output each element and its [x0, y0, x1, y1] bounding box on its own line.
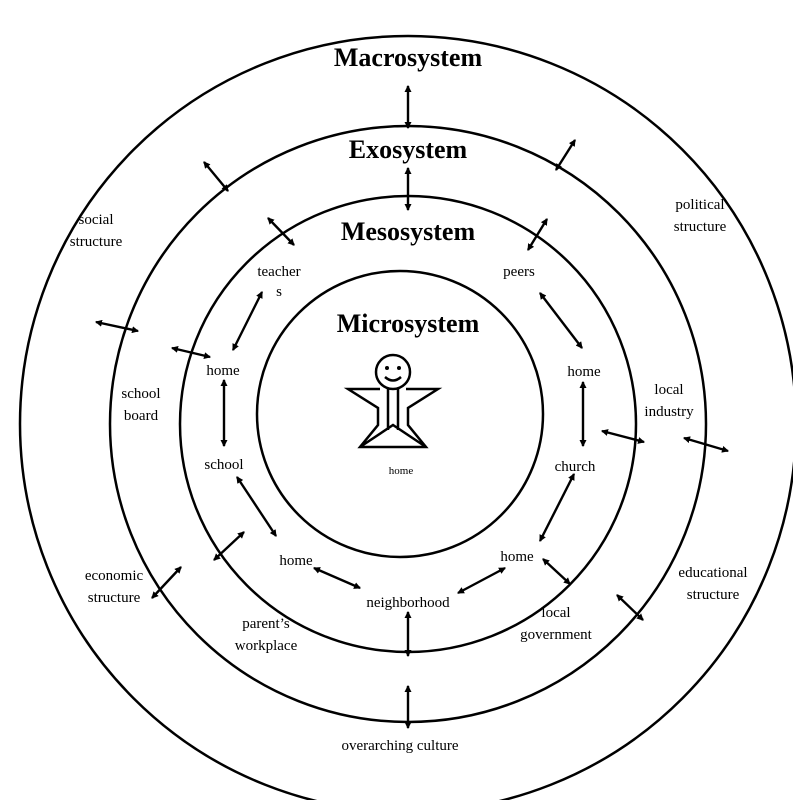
school-board-label-line1: school	[121, 386, 160, 402]
double-arrow-icon	[539, 292, 583, 349]
overarching-culture-label: overarching culture	[341, 738, 458, 754]
economic-structure-label-line2: structure	[88, 590, 141, 606]
double-arrow-icon	[682, 436, 730, 453]
child-smile	[384, 376, 402, 382]
stick-figure-child-icon	[343, 353, 443, 449]
double-arrow-icon	[213, 531, 245, 561]
double-arrow-icon	[538, 473, 576, 542]
child-left-eye	[385, 366, 389, 370]
parents-workplace-label-line2: workplace	[235, 638, 298, 654]
microsystem-title: Microsystem	[337, 309, 480, 338]
neighborhood-label: neighborhood	[366, 595, 450, 611]
double-arrow-icon	[94, 319, 140, 334]
school-label: school	[204, 457, 243, 473]
local-government-label-line1: local	[541, 605, 570, 621]
home-bottom-left-label: home	[279, 553, 313, 569]
child-head	[374, 353, 412, 391]
double-arrow-icon	[231, 291, 264, 351]
child-home-label: home	[389, 465, 414, 477]
political-structure-label-line1: political	[675, 197, 724, 213]
political-structure-label-line2: structure	[674, 219, 727, 235]
child-right-eye	[397, 366, 401, 370]
home-bottom-right-label: home	[500, 549, 534, 565]
double-arrow-icon	[600, 429, 646, 444]
double-arrow-icon	[235, 476, 278, 537]
educational-structure-label-line2: structure	[687, 587, 740, 603]
home-left-label: home	[206, 363, 240, 379]
local-government-label-line2: government	[520, 627, 592, 643]
double-arrow-icon	[554, 139, 577, 171]
exosystem-title: Exosystem	[349, 135, 468, 164]
double-arrow-icon	[542, 558, 571, 585]
double-arrow-icon	[151, 566, 182, 599]
church-label: church	[555, 459, 596, 475]
double-arrow-icon	[526, 218, 549, 251]
macrosystem-title: Macrosystem	[334, 43, 483, 72]
microsystem-ring	[255, 269, 545, 559]
parents-workplace-label-line1: parent’s	[242, 616, 290, 632]
economic-structure-label-line1: economic	[85, 568, 144, 584]
double-arrow-icon	[616, 594, 644, 621]
double-arrow-icon	[313, 566, 361, 590]
social-structure-label-line2: structure	[70, 234, 123, 250]
child-body	[343, 387, 443, 449]
peers-label: peers	[503, 264, 535, 280]
local-industry-label-line2: industry	[644, 404, 694, 420]
macrosystem-ring	[18, 34, 793, 800]
local-industry-label-line1: local	[654, 382, 683, 398]
double-arrow-icon	[267, 217, 295, 246]
double-arrow-icon	[457, 566, 506, 595]
educational-structure-label-line1: educational	[678, 565, 747, 581]
mesosystem-title: Mesosystem	[341, 217, 476, 246]
double-arrow-icon	[170, 345, 212, 360]
home-right-label: home	[567, 364, 601, 380]
teachers-label-line1: teacher	[257, 264, 300, 280]
double-arrow-icon	[203, 161, 229, 192]
arrows	[94, 84, 730, 730]
social-structure-label-line1: social	[79, 212, 114, 228]
teachers-label-line2: s	[276, 284, 282, 300]
school-board-label-line2: board	[124, 408, 159, 424]
